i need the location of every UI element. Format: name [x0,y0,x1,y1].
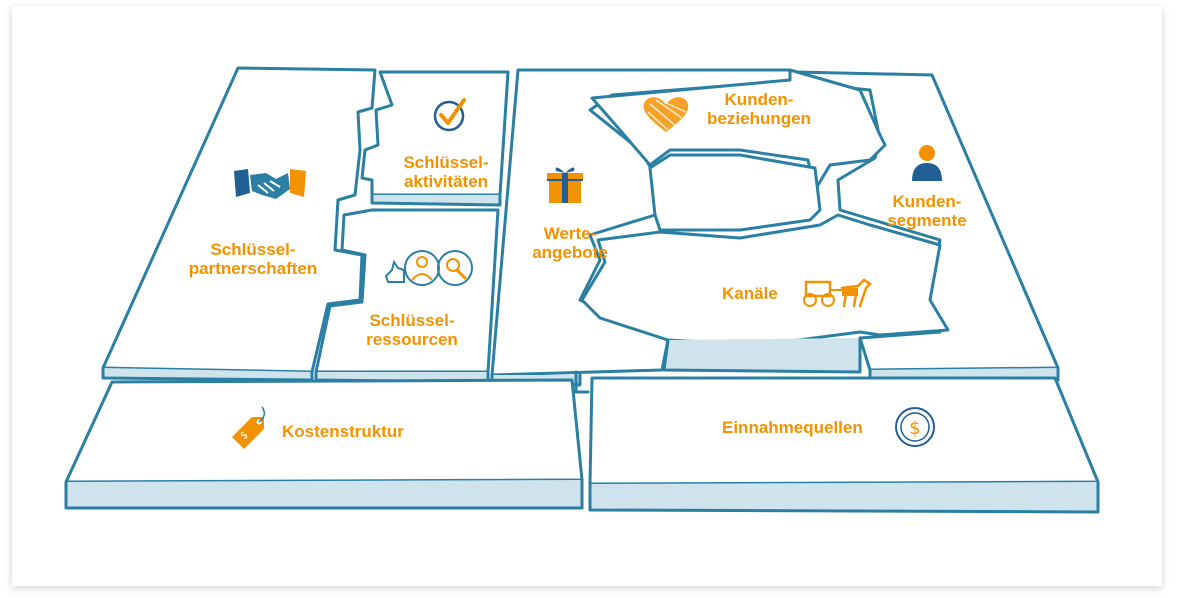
horse-carriage-icon [803,278,872,308]
key-activities-label-line1: Schlüssel- [403,153,489,172]
customer-segments-label: Kunden- segmente [872,192,982,230]
customer-relationships-label: Kunden- beziehungen [696,90,822,128]
price-tag-icon: $ [232,406,266,449]
coin-icon: $ [895,407,935,447]
cost-structure-label-line1: Kostenstruktur [282,422,404,441]
key-resources-label-line1: Schlüssel- [369,311,455,330]
key-activities-block [360,70,510,197]
customer-relationships-label-line1: Kunden- [724,90,794,109]
heart-icon [643,97,689,132]
person-icon [912,145,942,181]
customer-segments-label-line1: Kunden- [892,192,962,211]
value-propositions-label-line2: angebote [532,243,608,262]
channels-arrow [580,213,950,347]
value-propositions-label: Werte- angebote [520,224,620,262]
checkmark-icon [433,98,466,132]
handshake-icon [234,169,306,199]
cost-structure-label: Kostenstruktur [282,422,404,441]
customer-relationships-label-line2: beziehungen [707,109,811,128]
svg-text:$: $ [909,418,920,439]
key-partners-label-line1: Schlüssel- [210,240,296,259]
key-partners-label: Schlüssel- partnerschaften [178,240,328,278]
channels-label-line1: Kanäle [722,284,778,303]
key-partners-block [101,66,377,374]
revenue-streams-label-line1: Einnahmequellen [722,418,863,437]
customer-relationships-arrow [590,68,887,192]
key-activities-label-line2: aktivitäten [403,172,489,191]
people-magnifier-icon [384,250,473,286]
key-partners-label-line2: partnerschaften [188,259,318,278]
customer-segments-label-line2: segmente [887,211,967,230]
channels-label: Kanäle [722,284,778,303]
value-propositions-label-line1: Werte- [543,224,597,243]
key-resources-label-line2: ressourcen [366,330,458,349]
key-activities-label: Schlüssel- aktivitäten [396,153,496,191]
gift-icon [547,167,583,203]
key-resources-label: Schlüssel- ressourcen [362,311,462,349]
revenue-streams-label: Einnahmequellen [722,418,863,437]
